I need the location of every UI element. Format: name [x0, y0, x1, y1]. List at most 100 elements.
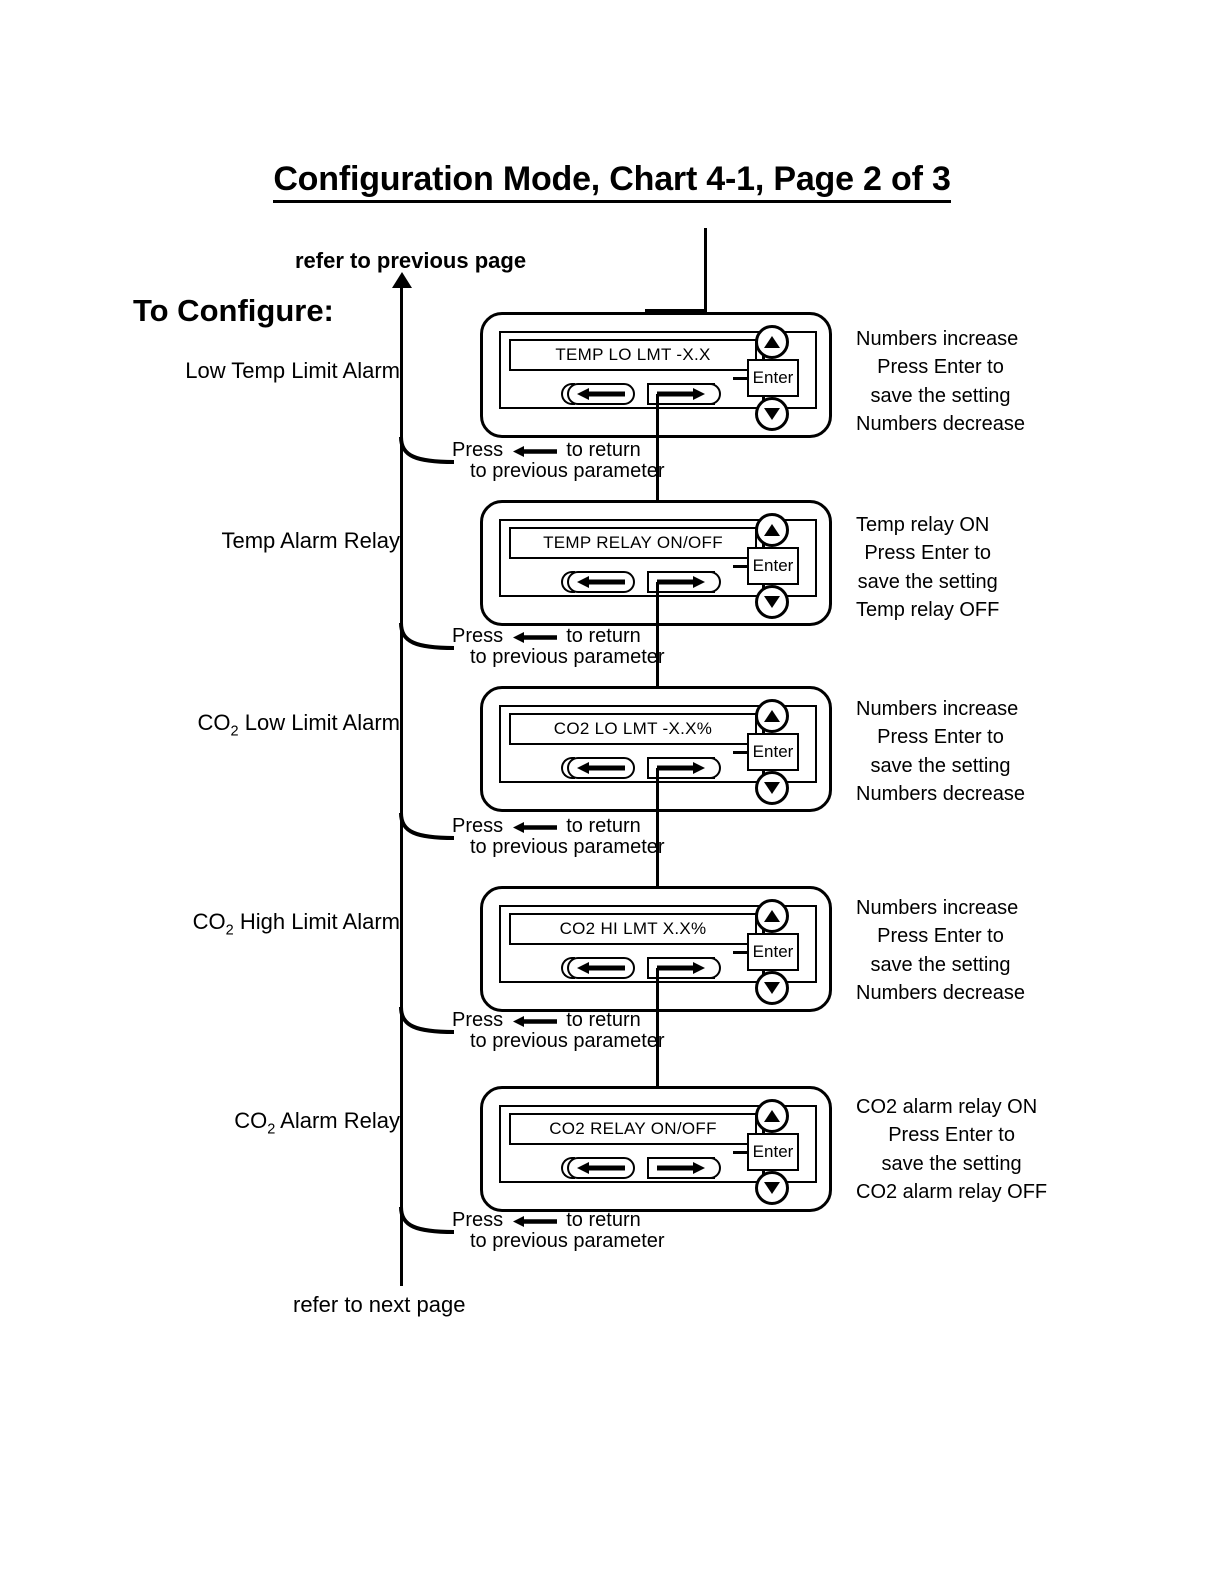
right-arrow-button-0[interactable] [647, 383, 715, 405]
right-arrow-icon [657, 576, 705, 588]
right-arrow-icon [657, 1162, 705, 1174]
note-decrease-3: Numbers decrease [856, 982, 1025, 1005]
return-toreturn-label-4: to return [566, 1209, 641, 1231]
left-arrow-icon [577, 576, 625, 588]
note-decrease-1: Temp relay OFF [856, 599, 1000, 622]
return-press-label-4: Press [452, 1209, 504, 1231]
note-press-enter-4: Press Enter to [888, 1124, 1015, 1147]
left-arrow-button-3[interactable] [567, 957, 635, 979]
return-instruction-1: Press to return to previous parameter [452, 626, 665, 668]
flow-connector-1 [656, 582, 659, 699]
up-triangle-icon [764, 1110, 780, 1122]
note-save-setting-0: save the setting [870, 384, 1011, 407]
enter-connector-1 [733, 565, 749, 568]
note-increase-4: CO2 alarm relay ON [856, 1096, 1038, 1118]
up-button-3[interactable] [755, 899, 789, 933]
page-title-text: Configuration Mode, Chart 4-1, Page 2 of… [273, 160, 951, 203]
right-button-cap-2 [707, 757, 721, 779]
left-arrow-icon [512, 822, 557, 833]
down-connector-4 [762, 1167, 765, 1175]
down-button-1[interactable] [755, 585, 789, 619]
left-arrow-button-4[interactable] [567, 1157, 635, 1179]
note-save-setting-2: save the setting [870, 754, 1011, 777]
return-previous-parameter-label-3: to previous parameter [470, 1030, 665, 1052]
note-press-enter-0: Press Enter to [877, 356, 1004, 379]
up-button-0[interactable] [755, 325, 789, 359]
note-press-enter-3: Press Enter to [877, 925, 1004, 948]
left-arrow-icon [577, 1162, 625, 1174]
left-arrow-icon [577, 962, 625, 974]
right-arrow-button-3[interactable] [647, 957, 715, 979]
up-button-2[interactable] [755, 699, 789, 733]
return-instruction-4: Press to return to previous parameter [452, 1210, 665, 1252]
return-toreturn-label-3: to return [566, 1009, 641, 1031]
enter-button-1[interactable]: Enter [747, 547, 799, 585]
enter-connector-0 [733, 377, 749, 380]
enter-button-4[interactable]: Enter [747, 1133, 799, 1171]
return-previous-parameter-label-0: to previous parameter [470, 460, 665, 482]
right-arrow-icon [657, 962, 705, 974]
note-increase-2: Numbers increase [856, 698, 1019, 720]
down-connector-3 [762, 967, 765, 975]
down-button-3[interactable] [755, 971, 789, 1005]
panel-face-4: CO2 RELAY ON/OFF [499, 1105, 817, 1183]
right-arrow-button-4[interactable] [647, 1157, 715, 1179]
device-panel-1: TEMP RELAY ON/OFF Enter [480, 500, 832, 626]
down-triangle-icon [764, 782, 780, 794]
entry-line-vertical-top [704, 228, 707, 312]
side-notes-3: Numbers increase Press Enter to save the… [856, 894, 1025, 1008]
device-panel-4: CO2 RELAY ON/OFF Enter [480, 1086, 832, 1212]
return-toreturn-label-2: to return [566, 815, 641, 837]
side-notes-0: Numbers increase Press Enter to save the… [856, 325, 1025, 439]
left-arrow-button-2[interactable] [567, 757, 635, 779]
down-button-2[interactable] [755, 771, 789, 805]
return-instruction-2: Press to return to previous parameter [452, 816, 665, 858]
step-label-2: CO2 Low Limit Alarm [197, 710, 400, 740]
step-label-3: CO2 High Limit Alarm [192, 909, 400, 939]
left-arrow-icon [512, 632, 557, 643]
down-triangle-icon [764, 596, 780, 608]
note-save-setting-1: save the setting [857, 570, 998, 593]
right-button-cap-4 [707, 1157, 721, 1179]
lcd-display-1: TEMP RELAY ON/OFF [509, 527, 757, 559]
note-press-enter-2: Press Enter to [877, 726, 1004, 749]
right-button-cap-0 [707, 383, 721, 405]
note-decrease-4: CO2 alarm relay OFF [856, 1181, 1048, 1204]
return-hook-3 [399, 1006, 455, 1034]
side-notes-4: CO2 alarm relay ON Press Enter to save t… [856, 1093, 1047, 1207]
enter-button-3[interactable]: Enter [747, 933, 799, 971]
return-press-label-2: Press [452, 815, 504, 837]
return-hook-1 [399, 622, 455, 650]
right-arrow-icon [657, 388, 705, 400]
return-previous-parameter-label-1: to previous parameter [470, 646, 665, 668]
enter-button-0[interactable]: Enter [747, 359, 799, 397]
return-hook-2 [399, 812, 455, 840]
enter-button-2[interactable]: Enter [747, 733, 799, 771]
return-press-label-0: Press [452, 439, 504, 461]
enter-connector-2 [733, 751, 749, 754]
side-notes-1: Temp relay ON Press Enter to save the se… [856, 511, 999, 625]
flow-connector-0 [656, 394, 659, 513]
left-arrow-icon [512, 1016, 557, 1027]
return-hook-4 [399, 1206, 455, 1234]
spine-arrowhead-icon [392, 272, 412, 288]
up-triangle-icon [764, 336, 780, 348]
down-button-4[interactable] [755, 1171, 789, 1205]
enter-connector-4 [733, 1151, 749, 1154]
left-arrow-button-0[interactable] [567, 383, 635, 405]
right-button-cap-3 [707, 957, 721, 979]
spine-line [400, 286, 403, 1286]
up-button-4[interactable] [755, 1099, 789, 1133]
right-arrow-button-2[interactable] [647, 757, 715, 779]
down-button-0[interactable] [755, 397, 789, 431]
up-button-1[interactable] [755, 513, 789, 547]
right-arrow-button-1[interactable] [647, 571, 715, 593]
lcd-display-0: TEMP LO LMT -X.X [509, 339, 757, 371]
page-title: Configuration Mode, Chart 4-1, Page 2 of… [0, 160, 1224, 203]
lcd-display-4: CO2 RELAY ON/OFF [509, 1113, 757, 1145]
note-press-enter-1: Press Enter to [864, 542, 992, 565]
right-button-cap-1 [707, 571, 721, 593]
lcd-display-3: CO2 HI LMT X.X% [509, 913, 757, 945]
step-label-0: Low Temp Limit Alarm [185, 358, 400, 383]
left-arrow-button-1[interactable] [567, 571, 635, 593]
